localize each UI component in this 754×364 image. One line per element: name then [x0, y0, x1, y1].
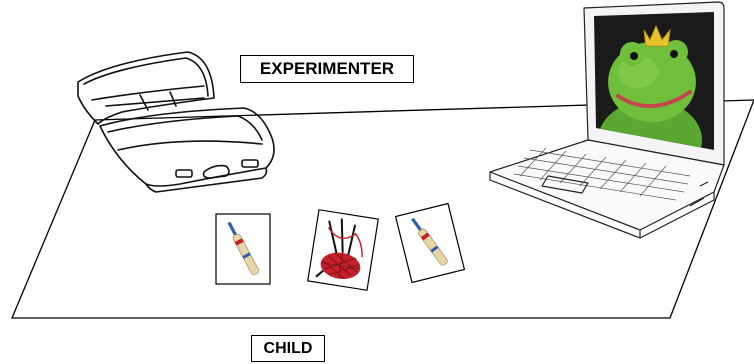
child-label: CHILD — [251, 335, 325, 362]
card-cricket-bat-left — [216, 214, 270, 284]
card-cricket-bat-right — [396, 203, 465, 282]
card-bagpipes — [308, 210, 379, 290]
experimenter-label: EXPERIMENTER — [240, 55, 414, 83]
